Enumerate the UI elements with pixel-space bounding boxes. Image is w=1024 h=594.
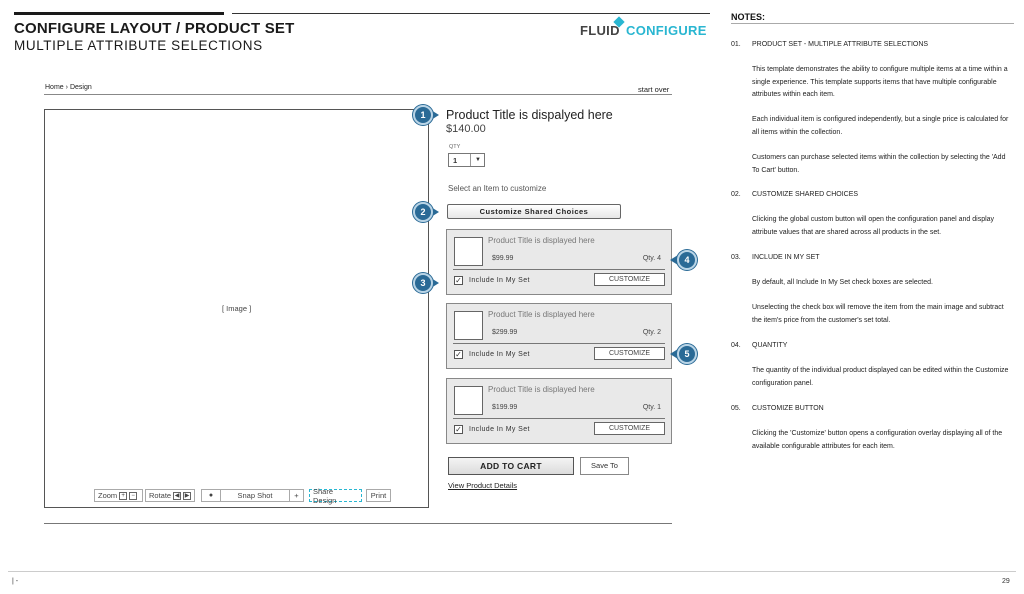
add-snapshot-icon[interactable]: + — [289, 490, 303, 501]
item-title: Product Title is displayed here — [488, 236, 595, 245]
note-heading-03: 03.INCLUDE IN MY SET — [731, 254, 820, 261]
note-paragraph: The quantity of the individual product d… — [752, 367, 1009, 387]
breadcrumb-current: Design — [69, 84, 92, 91]
item-price: $99.99 — [492, 255, 514, 262]
customize-button[interactable]: CUSTOMIZE — [594, 422, 665, 435]
item-divider — [453, 269, 665, 270]
callout-marker-2: 2 — [413, 202, 433, 222]
note-paragraph: Customers can purchase selected items wi… — [752, 154, 1006, 174]
note-heading-05: 05.CUSTOMIZE BUTTON — [731, 405, 824, 412]
add-to-cart-button[interactable]: ADD TO CART — [448, 457, 574, 475]
callout-marker-4: 4 — [677, 250, 697, 270]
customize-button[interactable]: CUSTOMIZE — [594, 347, 665, 360]
marker-pointer-icon — [431, 278, 439, 288]
breadcrumb-home[interactable]: Home — [45, 84, 64, 91]
include-in-set-checkbox[interactable]: ✓ — [454, 425, 463, 434]
page-number: 29 — [1002, 578, 1010, 585]
page-title: CONFIGURE LAYOUT / PRODUCT SET — [14, 20, 295, 37]
callout-marker-1: 1 — [413, 105, 433, 125]
start-over-link[interactable]: start over — [638, 85, 670, 94]
note-heading-04: 04.QUANTITY — [731, 342, 788, 349]
set-item-card: Product Title is displayed here $99.99 Q… — [446, 229, 672, 295]
zoom-out-icon[interactable]: − — [129, 491, 138, 500]
item-thumbnail — [454, 386, 483, 415]
zoom-label: Zoom — [98, 491, 118, 500]
note-paragraph: This template demonstrates the ability t… — [752, 66, 1008, 98]
image-placeholder: [ Image ] — [222, 304, 252, 313]
item-title: Product Title is displayed here — [488, 310, 595, 319]
include-in-set-label: Include In My Set — [469, 351, 530, 358]
product-title: Product Title is dispalyed here — [446, 108, 613, 122]
set-item-card: Product Title is displayed here $299.99 … — [446, 303, 672, 369]
footer-text: | - — [12, 578, 19, 585]
breadcrumb-separator-icon: › — [65, 84, 68, 91]
notes-heading: NOTES: — [731, 12, 766, 22]
item-divider — [453, 418, 665, 419]
notes-rule — [731, 23, 1014, 24]
include-in-set-checkbox[interactable]: ✓ — [454, 276, 463, 285]
snapshot-control: ● Snap Shot + — [201, 489, 304, 502]
note-paragraph: Clicking the 'Customize' button opens a … — [752, 430, 1003, 450]
content-bottom-rule — [44, 523, 672, 524]
note-heading-01: 01.PRODUCT SET - MULTIPLE ATTRIBUTE SELE… — [731, 41, 929, 48]
breadcrumb-rule — [44, 94, 672, 95]
note-paragraph: Each individual item is configured indep… — [752, 116, 1009, 136]
rotate-left-icon[interactable]: ◀ — [173, 491, 182, 500]
note-paragraph: Unselecting the check box will remove th… — [752, 304, 1004, 324]
item-price: $299.99 — [492, 329, 518, 336]
item-qty: Qty. 2 — [642, 329, 661, 336]
print-button[interactable]: Print — [366, 489, 391, 502]
include-in-set-checkbox[interactable]: ✓ — [454, 350, 463, 359]
callout-marker-5: 5 — [677, 344, 697, 364]
zoom-control: Zoom + − — [94, 489, 143, 502]
item-thumbnail — [454, 311, 483, 340]
item-title: Product Title is displayed here — [488, 385, 595, 394]
page-subtitle: MULTIPLE ATTRIBUTE SELECTIONS — [14, 38, 263, 53]
rotate-right-icon[interactable]: ▶ — [183, 491, 191, 500]
product-image-panel — [44, 109, 429, 508]
item-divider — [453, 343, 665, 344]
camera-icon[interactable]: ● — [202, 490, 221, 501]
header-bar — [14, 12, 224, 15]
footer-rule — [8, 571, 1016, 572]
select-item-hint: Select an Item to customize — [448, 184, 547, 193]
item-qty: Qty. 1 — [642, 404, 661, 411]
callout-marker-3: 3 — [413, 273, 433, 293]
customize-shared-choices-button[interactable]: Customize Shared Choices — [447, 204, 621, 219]
product-price: $140.00 — [446, 123, 486, 135]
rotate-control: Rotate ◀ ▶ — [145, 489, 195, 502]
note-paragraph: By default, all Include In My Set check … — [752, 279, 933, 286]
item-thumbnail — [454, 237, 483, 266]
zoom-in-icon[interactable]: + — [119, 491, 128, 500]
logo-text-fluid: FLUID — [580, 23, 620, 38]
view-product-details-link[interactable]: View Product Details — [448, 481, 518, 490]
header-rule — [232, 13, 710, 14]
note-heading-02: 02.CUSTOMIZE SHARED CHOICES — [731, 191, 859, 198]
qty-label: QTY — [449, 144, 461, 150]
save-to-button[interactable]: Save To — [580, 457, 629, 475]
qty-value: 1 — [453, 156, 458, 165]
breadcrumb: Home › Design — [45, 84, 92, 91]
include-in-set-label: Include In My Set — [469, 426, 530, 433]
chevron-down-icon: ▼ — [470, 154, 485, 166]
marker-pointer-icon — [431, 110, 439, 120]
snapshot-button[interactable]: Snap Shot — [237, 491, 273, 500]
customize-button[interactable]: CUSTOMIZE — [594, 273, 665, 286]
qty-select[interactable]: 1 ▼ — [448, 153, 485, 167]
logo-text-configure: CONFIGURE — [626, 23, 707, 38]
item-price: $199.99 — [492, 404, 518, 411]
marker-pointer-icon — [670, 255, 678, 265]
item-qty: Qty. 4 — [642, 255, 661, 262]
share-design-button[interactable]: Share Design — [309, 487, 362, 505]
brand-logo: FLUID CONFIGURE — [580, 16, 710, 38]
note-paragraph: Clicking the global custom button will o… — [752, 216, 995, 236]
marker-pointer-icon — [670, 349, 678, 359]
marker-pointer-icon — [431, 207, 439, 217]
rotate-label: Rotate — [149, 491, 172, 500]
include-in-set-label: Include In My Set — [469, 277, 530, 284]
set-item-card: Product Title is displayed here $199.99 … — [446, 378, 672, 444]
